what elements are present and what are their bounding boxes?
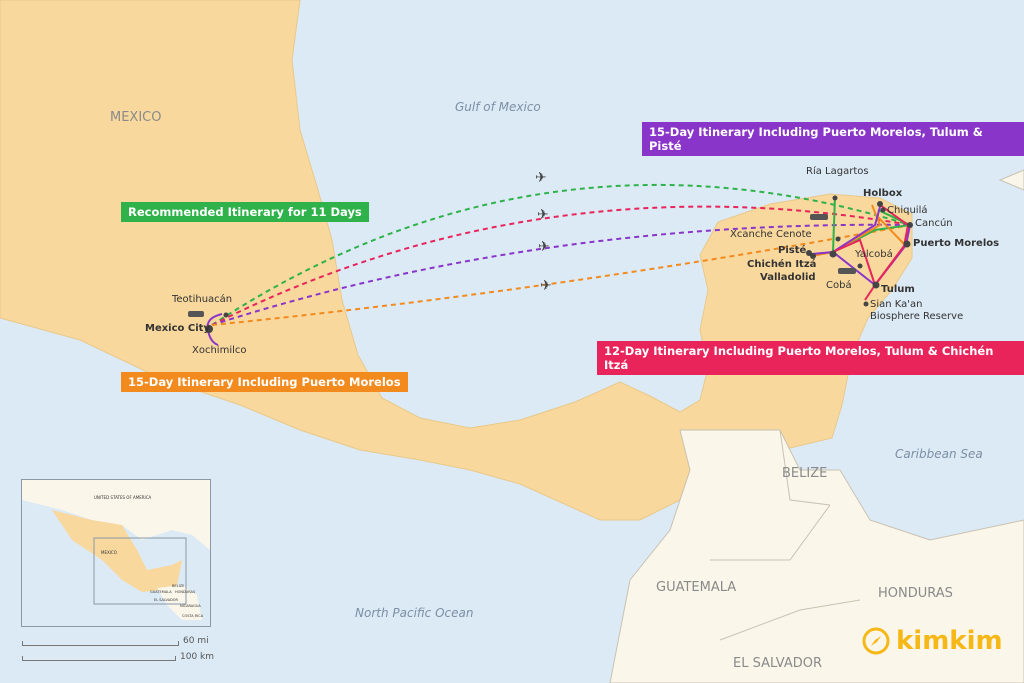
- inset-nicaragua: NICARAGUA: [180, 604, 201, 608]
- airplane-icon: ✈: [540, 278, 552, 294]
- inset-el-salvador: EL SALVADOR: [154, 598, 178, 602]
- label-chiquila: Chiquilá: [887, 205, 928, 216]
- marker-valladolid[interactable]: [829, 250, 837, 258]
- border-belize: [779, 429, 831, 506]
- marker-coba[interactable]: [857, 263, 863, 269]
- inset-map: UNITED STATES OF AMERICA MEXICO BELIZE G…: [21, 479, 211, 627]
- label-sian-kaan-2: Biosphere Reserve: [870, 311, 964, 322]
- label-holbox: Holbox: [863, 188, 903, 199]
- inset-usa: UNITED STATES OF AMERICA: [94, 495, 152, 500]
- itinerary-banner-15-days-puerto-morelos[interactable]: 15-Day Itinerary Including Puerto Morelo…: [121, 372, 408, 392]
- marker-holbox[interactable]: [877, 201, 883, 207]
- marker-tulum[interactable]: [872, 281, 880, 289]
- marker-puerto-morelos[interactable]: [903, 240, 911, 248]
- inset-mexico: MEXICO: [101, 550, 117, 555]
- scale-miles-label: 60 mi: [183, 636, 209, 646]
- label-xochimilco: Xochimilco: [192, 345, 247, 356]
- marker-xcanche[interactable]: [835, 236, 841, 242]
- marker-teotihuacan[interactable]: [223, 312, 229, 318]
- marker-sian-kaan[interactable]: [863, 301, 869, 307]
- marker-chiquila[interactable]: [880, 207, 886, 213]
- label-xcanche: Xcanche Cenote: [730, 229, 812, 240]
- airplane-icon: ✈: [538, 239, 550, 255]
- border-guatemala: [710, 504, 861, 641]
- car-icon: [810, 214, 828, 220]
- inset-costa-rica: COSTA RICA: [182, 614, 204, 618]
- label-puerto-morelos: Puerto Morelos: [913, 238, 1000, 249]
- inset-belize: BELIZE: [172, 584, 185, 588]
- compass-icon: [862, 627, 890, 655]
- label-piste: Pisté: [778, 245, 807, 256]
- brand-name: kimkim: [896, 626, 1003, 656]
- inset-guatemala: GUATEMALA: [150, 590, 172, 594]
- label-chichen: Chichén Itzá: [747, 259, 817, 270]
- label-teotihuacan: Teotihuacán: [172, 294, 233, 305]
- flight-route-orange: [211, 224, 911, 326]
- label-caribbean: Caribbean Sea: [895, 447, 983, 461]
- label-yalcoba: Yalcobá: [855, 249, 893, 260]
- inset-honduras: HONDURAS: [175, 590, 196, 594]
- label-mexico: MEXICO: [110, 110, 162, 125]
- airplane-icon: ✈: [537, 207, 549, 223]
- label-el-salvador: EL SALVADOR: [733, 656, 823, 671]
- kimkim-logo: kimkim: [862, 626, 1003, 656]
- label-cancun: Cancún: [915, 218, 953, 229]
- marker-mexico-city[interactable]: [205, 325, 213, 333]
- label-honduras: HONDURAS: [878, 586, 953, 601]
- label-guatemala: GUATEMALA: [656, 580, 737, 595]
- label-pacific: North Pacific Ocean: [355, 606, 474, 620]
- itinerary-banner-12-days[interactable]: 12-Day Itinerary Including Puerto Morelo…: [597, 341, 1024, 375]
- scale-bar-km: [22, 656, 176, 661]
- scale-km-label: 100 km: [180, 652, 215, 662]
- itinerary-banner-11-days[interactable]: Recommended Itinerary for 11 Days: [121, 202, 369, 222]
- airplane-icon: ✈: [535, 170, 547, 186]
- flight-route-red: [211, 205, 911, 326]
- itinerary-banner-15-days-piste[interactable]: 15-Day Itinerary Including Puerto Morelo…: [642, 122, 1024, 156]
- marker-chichen[interactable]: [810, 253, 816, 259]
- land-cuba: [998, 169, 1024, 191]
- car-icon: [188, 311, 204, 317]
- label-coba: Cobá: [826, 280, 852, 291]
- flight-route-purple: [211, 223, 911, 326]
- label-ria-lagartos: Ría Lagartos: [806, 166, 869, 177]
- label-tulum: Tulum: [881, 284, 915, 295]
- label-mexico-city: Mexico City: [145, 323, 210, 334]
- label-sian-kaan: Sian Ka'an: [870, 299, 923, 310]
- land-central-america: [609, 429, 1024, 683]
- flight-route-green: [211, 183, 911, 326]
- label-valladolid: Valladolid: [760, 272, 816, 283]
- scale-bar-miles: [22, 641, 179, 646]
- marker-cancun[interactable]: [907, 222, 913, 228]
- label-belize: BELIZE: [782, 466, 828, 481]
- car-icon: [838, 268, 856, 274]
- ground-route-red: [832, 204, 910, 301]
- marker-ria-lagartos[interactable]: [832, 195, 838, 201]
- label-gulf: Gulf of Mexico: [455, 100, 541, 114]
